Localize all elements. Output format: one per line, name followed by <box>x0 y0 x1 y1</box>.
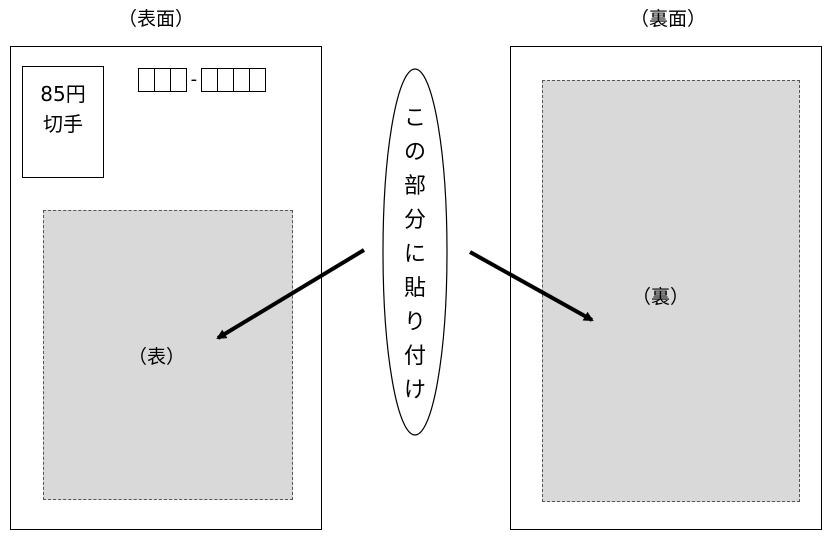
back-paste-area <box>542 80 800 502</box>
back-area-label: （裏） <box>632 286 690 308</box>
front-paste-area <box>43 210 293 500</box>
front-area-label: （表） <box>128 346 186 368</box>
arrow-to-front <box>216 248 366 340</box>
postal-code-separator: - <box>190 69 198 90</box>
stamp-box: 85円 切手 <box>22 66 104 178</box>
postal-digit-box <box>248 68 266 92</box>
instruction-char: 付 <box>403 344 426 369</box>
postal-digit-box <box>169 68 187 92</box>
back-title: （裏面） <box>630 8 707 30</box>
instruction-char: 分 <box>403 208 426 233</box>
arrow-to-back <box>469 250 594 322</box>
instruction-char: こ <box>403 106 426 131</box>
instruction-ellipse <box>382 68 448 436</box>
stamp-label: 切手 <box>43 112 83 136</box>
postal-code: - <box>138 68 266 92</box>
postal-code-left <box>138 68 187 92</box>
instruction-char: の <box>403 140 426 165</box>
stamp-price: 85円 <box>40 82 86 106</box>
instruction-char: 部 <box>403 174 426 199</box>
postal-code-right <box>201 68 266 92</box>
instruction-text: この部分に貼り付け <box>398 102 432 408</box>
front-title: （表面） <box>118 8 195 30</box>
instruction-char: に <box>403 242 426 267</box>
instruction-char: け <box>403 378 426 403</box>
instruction-char: り <box>403 310 426 335</box>
instruction-char: 貼 <box>403 276 426 301</box>
